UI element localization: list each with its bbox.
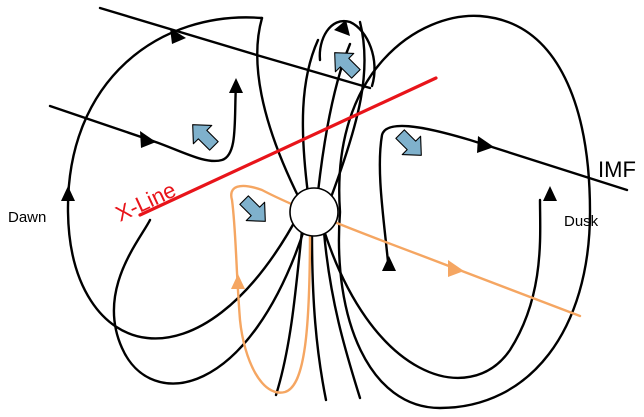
dipole-line-5: [274, 228, 304, 397]
arrowhead-left-imf: [140, 131, 156, 148]
arrowhead-center-up: [382, 256, 396, 271]
dusk-label: Dusk: [564, 213, 599, 230]
imf-line-right: [378, 124, 629, 264]
arrowhead-dawn-up: [61, 186, 75, 201]
dipole-line-2: [301, 38, 320, 196]
arrowhead-top: [170, 28, 186, 44]
x-line-label: X-Line: [112, 177, 180, 227]
arrowhead-dusk-up: [543, 186, 557, 201]
outer-field-loop-dawn: [66, 16, 302, 340]
arrowhead-orange-up: [231, 274, 245, 289]
flow-arrow-up-left: [192, 124, 219, 151]
field-line-upper-hook: [318, 19, 376, 88]
inner-field-loop-left: [112, 218, 308, 385]
dipole-line-6: [310, 232, 328, 402]
imf-label: IMF: [598, 157, 636, 182]
arrowhead-upper-hook: [334, 20, 350, 36]
imf-line-left: [48, 82, 238, 163]
dipole-line-7: [322, 230, 362, 400]
outer-field-loop-dusk: [337, 14, 592, 410]
dipole-line-4: [328, 20, 366, 202]
planet: [289, 187, 339, 237]
inner-field-loop-right: [320, 198, 542, 380]
arrowhead-right-imf: [477, 136, 494, 153]
dawn-label: Dawn: [8, 209, 46, 226]
dipole-line-1: [256, 16, 302, 202]
flow-arrow-down-right-left: [239, 195, 266, 222]
arrowhead-orange-right: [448, 260, 464, 277]
arrowhead-left-up: [229, 78, 243, 93]
flow-arrow-down-right-right: [395, 129, 422, 156]
imf-line-top: [98, 6, 372, 90]
flow-arrow-upper-right: [334, 52, 361, 79]
x-line: [138, 76, 438, 217]
